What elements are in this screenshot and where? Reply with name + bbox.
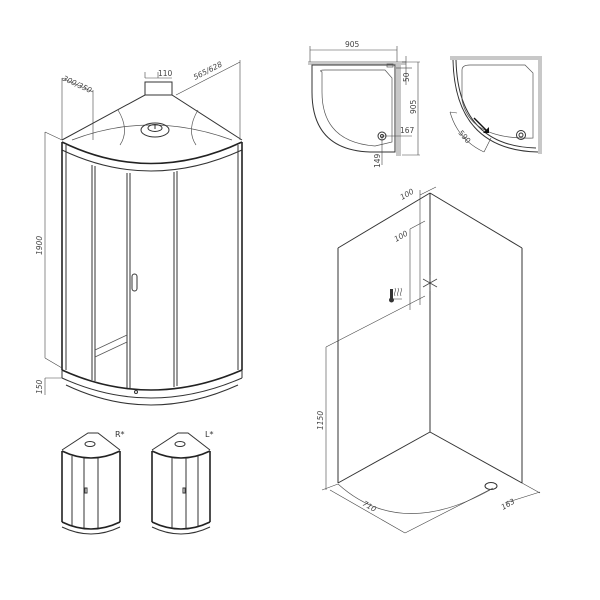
- dim-150: 150: [35, 377, 62, 395]
- svg-text:710: 710: [361, 499, 378, 514]
- svg-text:1900: 1900: [35, 236, 44, 255]
- variant-l-cabin: L*: [151, 430, 213, 535]
- svg-text:50: 50: [402, 72, 411, 82]
- svg-text:167: 167: [400, 126, 415, 135]
- svg-text:100: 100: [393, 229, 410, 244]
- svg-text:100: 100: [399, 187, 416, 202]
- dim-300-350: 300/350: [61, 74, 93, 140]
- door-top-view: 590: [449, 56, 542, 154]
- front-view-cabin: 110 300/350 565/628 1900 150: [35, 60, 243, 406]
- dim-110: 110: [144, 69, 173, 79]
- svg-text:110: 110: [158, 69, 173, 78]
- svg-text:L*: L*: [205, 430, 213, 439]
- svg-text:163: 163: [500, 497, 517, 512]
- thermometer-water-icon: [389, 287, 402, 303]
- svg-text:905: 905: [345, 40, 360, 49]
- svg-text:300/350: 300/350: [61, 74, 93, 95]
- svg-text:590: 590: [456, 129, 472, 146]
- svg-text:R*: R*: [115, 430, 125, 439]
- svg-text:149: 149: [373, 153, 382, 168]
- svg-text:905: 905: [409, 99, 418, 114]
- svg-text:150: 150: [35, 379, 44, 394]
- svg-text:1150: 1150: [316, 411, 325, 430]
- dim-1900: 1900: [35, 131, 63, 369]
- tray-top-view: 905 905 50 167 149: [308, 40, 420, 168]
- install-view: 100 100 1150 710 163: [316, 187, 541, 534]
- snowflake-ventilation-icon: [422, 275, 438, 291]
- variant-r-cabin: R*: [61, 430, 125, 535]
